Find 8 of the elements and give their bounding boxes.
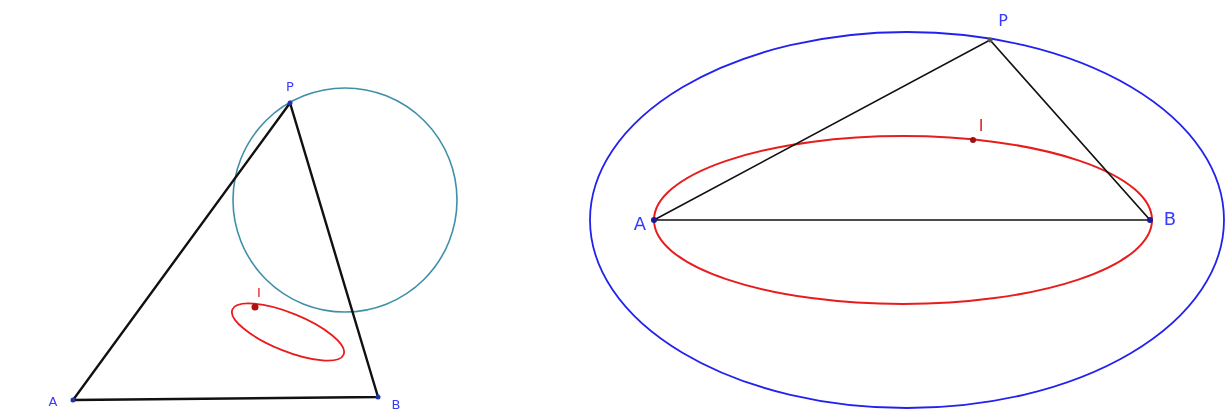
point-label: I bbox=[978, 118, 984, 134]
point-label: P bbox=[286, 79, 294, 93]
point-label: B bbox=[391, 397, 401, 411]
point-label: I bbox=[257, 285, 261, 299]
point-label: A bbox=[48, 394, 58, 408]
point-label: P bbox=[998, 13, 1008, 29]
point-label: A bbox=[633, 215, 647, 233]
point-label: B bbox=[1163, 210, 1177, 228]
